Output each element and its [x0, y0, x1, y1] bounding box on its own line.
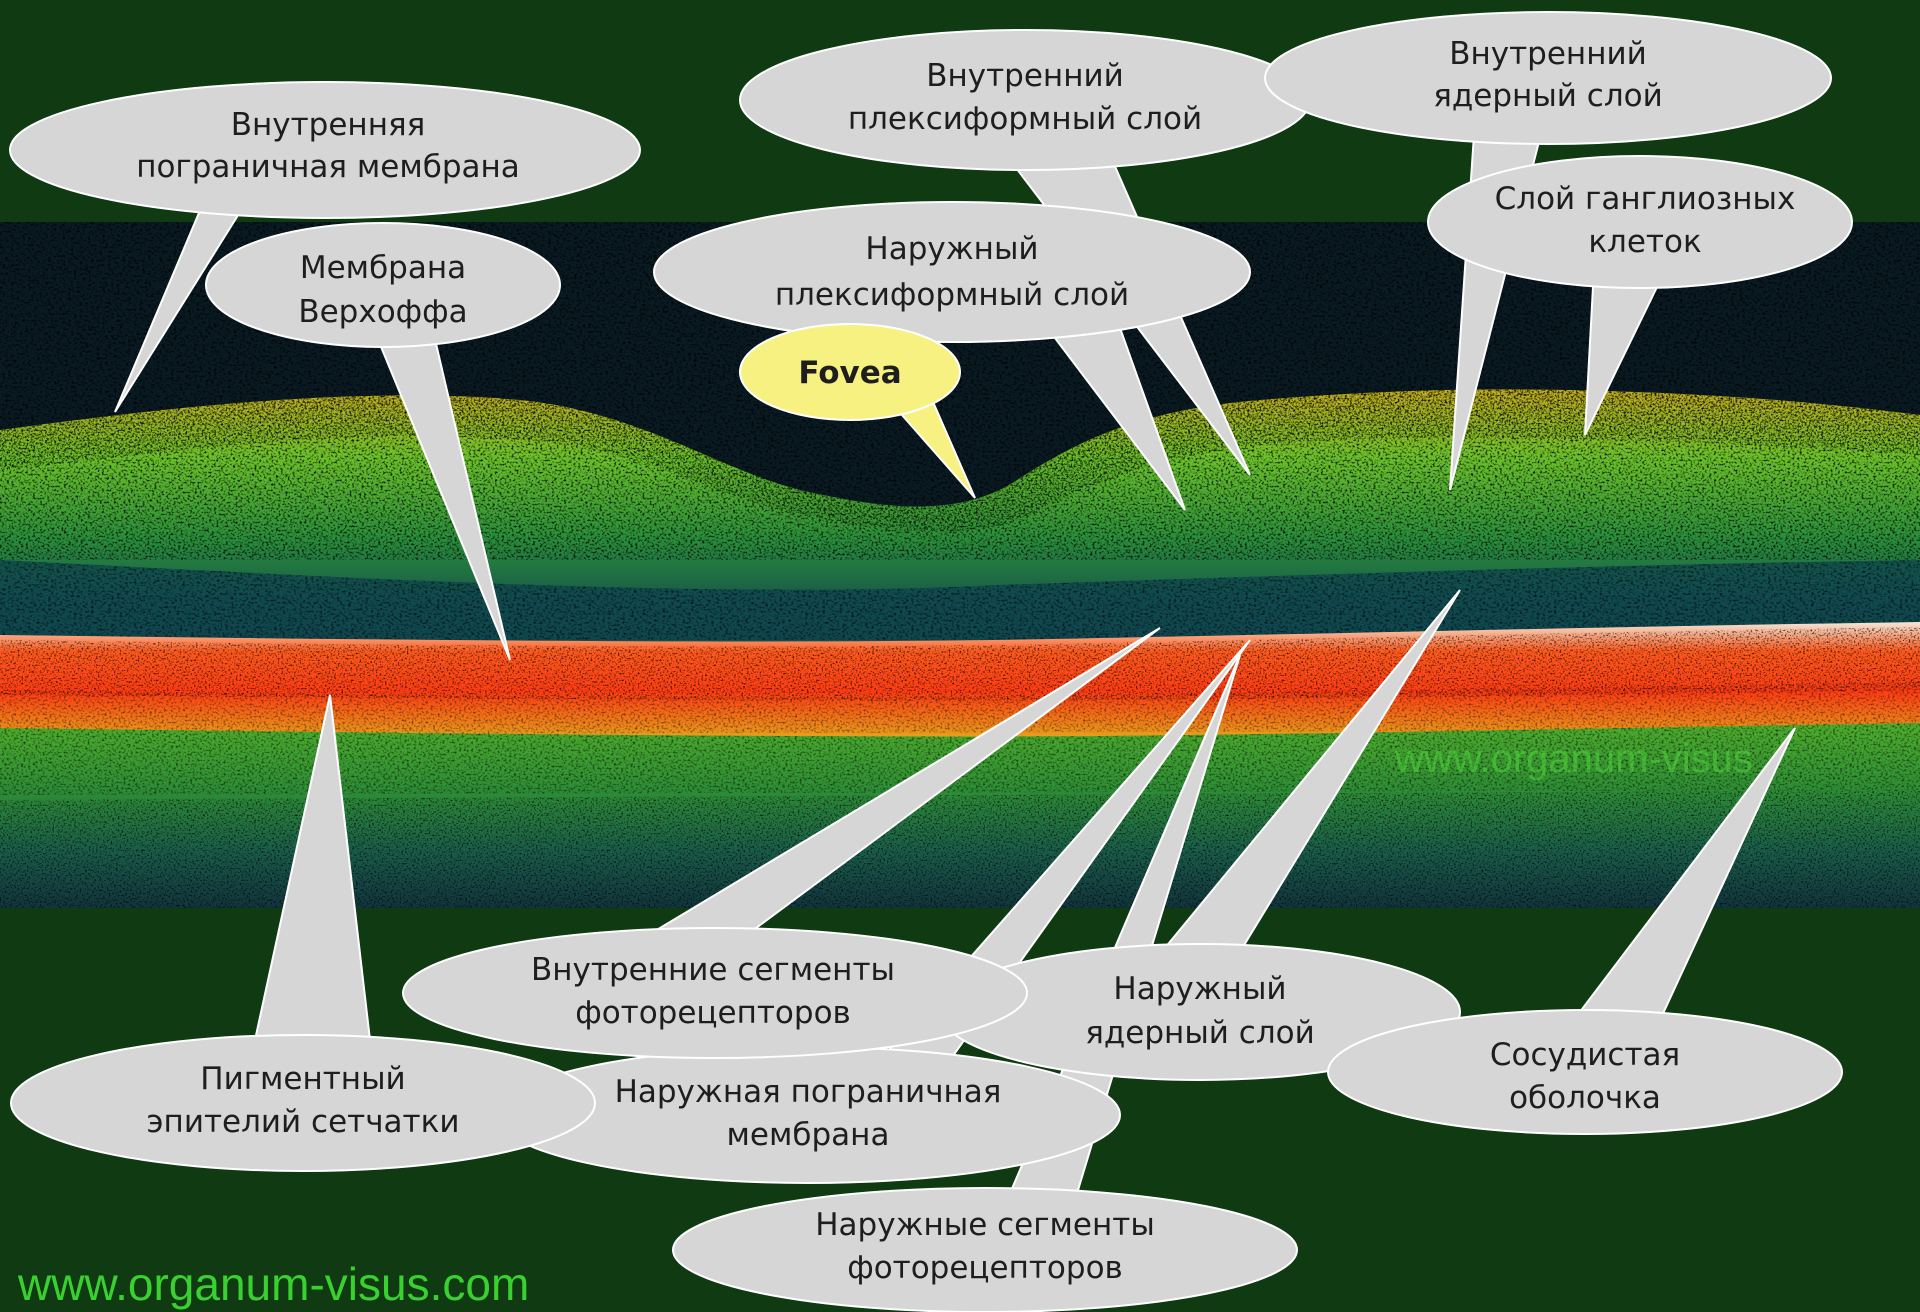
callout-label-line2: эпителий сетчатки: [147, 1104, 460, 1140]
callout-bubble: [1428, 156, 1852, 288]
callout-label-line2: ядерный слой: [1433, 78, 1663, 114]
callout-label-line2: плексиформный слой: [848, 101, 1202, 137]
callout-bubble: [654, 202, 1250, 342]
callout-label-line2: оболочка: [1509, 1080, 1661, 1116]
callout-label-line1: Внутренний: [1449, 36, 1647, 72]
callout-label-line2: фоторецепторов: [575, 995, 851, 1031]
callout-label-line2: фоторецепторов: [847, 1250, 1123, 1286]
callout-label-line1: Наружная пограничная: [615, 1074, 1002, 1110]
callout-label-line2: плексиформный слой: [775, 277, 1129, 313]
callout-label-line1: Сосудистая: [1490, 1037, 1680, 1073]
callout-label-line1: Внутренние сегменты: [531, 952, 895, 988]
fovea-label: Fovea: [798, 355, 901, 391]
callout-label-line1: Внутренний: [926, 58, 1124, 94]
embedded-watermark: www.organum-visus: [1394, 737, 1753, 781]
callout-label-line2: Верхоффа: [298, 294, 467, 330]
callout-label-line2: ядерный слой: [1085, 1015, 1315, 1051]
callout-label-line2: мембрана: [727, 1117, 890, 1153]
callout-label-line1: Мембрана: [300, 250, 466, 286]
callout-bubble: [403, 928, 1027, 1058]
callout-bubble: [740, 30, 1310, 170]
callout-label-line1: Наружный: [865, 231, 1038, 267]
callout-bubble: [11, 1035, 595, 1171]
callout-label-line1: Слой ганглиозных: [1495, 181, 1796, 217]
callout-label-line2: пограничная мембрана: [136, 149, 520, 185]
watermark-url: www.organum-visus.com: [17, 1258, 529, 1310]
callout-label-line2: клеток: [1588, 224, 1701, 260]
callout-label-line1: Наружные сегменты: [815, 1207, 1155, 1243]
callout-label-line1: Пигментный: [200, 1061, 405, 1097]
callout-label-line1: Внутренняя: [231, 107, 426, 143]
callout-label-line1: Наружный: [1113, 971, 1286, 1007]
